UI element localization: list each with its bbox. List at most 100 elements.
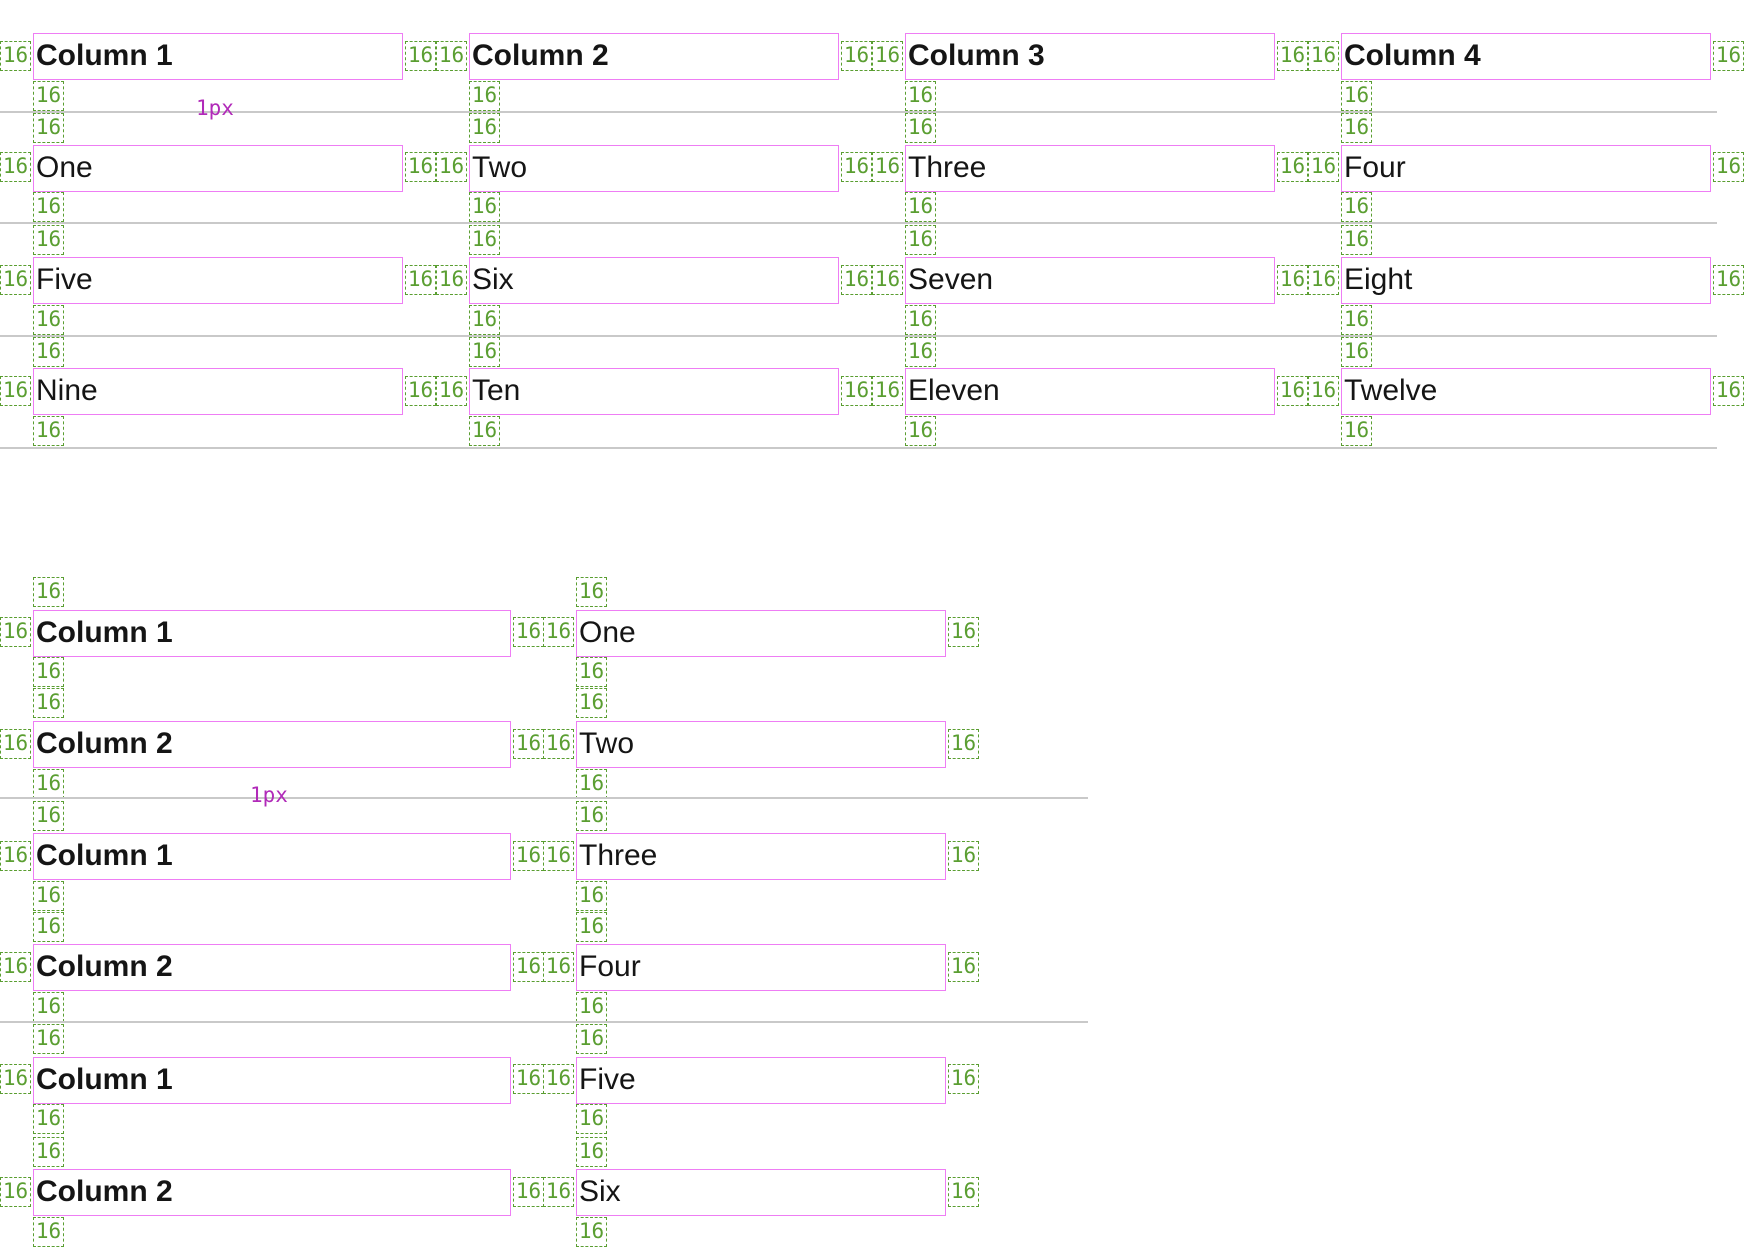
spacing-marker: 16 — [469, 305, 500, 335]
row-divider — [0, 1021, 1088, 1023]
stacked-value-cell: Five — [576, 1057, 946, 1104]
spacing-marker: 16 — [1308, 41, 1339, 71]
spacing-marker: 16 — [1341, 81, 1372, 111]
spacing-marker: 16 — [948, 1064, 979, 1094]
spacing-marker: 16 — [872, 376, 903, 406]
spacing-marker: 16 — [33, 305, 64, 335]
row-divider — [0, 447, 1717, 449]
spacing-marker: 16 — [948, 617, 979, 647]
row-divider — [0, 111, 1717, 113]
spacing-marker: 16 — [513, 729, 544, 759]
spacing-marker: 16 — [1341, 192, 1372, 222]
spacing-marker: 16 — [469, 192, 500, 222]
spacing-marker: 16 — [405, 152, 436, 182]
spacing-marker: 16 — [1341, 225, 1372, 255]
grid-data-cell: Ten — [469, 368, 839, 415]
spacing-marker: 16 — [1277, 152, 1308, 182]
spacing-marker: 16 — [0, 376, 31, 406]
spacing-marker: 16 — [469, 113, 500, 143]
spacing-marker: 16 — [1713, 41, 1744, 71]
spacing-marker: 16 — [469, 416, 500, 446]
spacing-marker: 16 — [576, 992, 607, 1022]
stacked-label-cell: Column 2 — [33, 944, 511, 991]
spacing-marker: 16 — [1277, 265, 1308, 295]
spacing-marker: 16 — [436, 152, 467, 182]
spacing-marker: 16 — [1277, 376, 1308, 406]
grid-data-cell: Four — [1341, 145, 1711, 192]
spacing-marker: 16 — [33, 1024, 64, 1054]
spacing-marker: 16 — [1277, 41, 1308, 71]
stacked-value-cell: One — [576, 610, 946, 657]
spacing-marker: 16 — [948, 1177, 979, 1207]
spacing-marker: 16 — [33, 688, 64, 718]
row-divider — [0, 797, 1088, 799]
spacing-marker: 16 — [0, 1064, 31, 1094]
spacing-marker: 16 — [1341, 113, 1372, 143]
spacing-marker: 16 — [469, 337, 500, 367]
spacing-marker: 16 — [576, 1217, 607, 1247]
row-divider — [0, 335, 1717, 337]
border-width-label: 1px — [196, 96, 234, 120]
spacing-marker: 16 — [948, 952, 979, 982]
grid-data-cell: Eight — [1341, 257, 1711, 304]
spacing-marker: 16 — [0, 41, 31, 71]
spacing-marker: 16 — [905, 192, 936, 222]
spacing-marker: 16 — [0, 1177, 31, 1207]
spacing-marker: 16 — [872, 152, 903, 182]
spacing-marker: 16 — [33, 881, 64, 911]
spacing-marker: 16 — [0, 841, 31, 871]
spacing-marker: 16 — [1713, 265, 1744, 295]
stacked-value-cell: Two — [576, 721, 946, 768]
spacing-marker: 16 — [948, 729, 979, 759]
stacked-value-cell: Six — [576, 1169, 946, 1216]
spacing-marker: 16 — [33, 657, 64, 687]
spacing-marker: 16 — [576, 769, 607, 799]
spacing-marker: 16 — [436, 265, 467, 295]
spacing-marker: 16 — [576, 1104, 607, 1134]
spacing-marker: 16 — [1341, 416, 1372, 446]
spacing-marker: 16 — [841, 41, 872, 71]
stacked-label-cell: Column 2 — [33, 1169, 511, 1216]
spacing-marker: 16 — [1341, 305, 1372, 335]
grid-data-cell: Nine — [33, 368, 403, 415]
spacing-marker: 16 — [33, 1137, 64, 1167]
spacing-marker: 16 — [841, 152, 872, 182]
stacked-label-cell: Column 1 — [33, 610, 511, 657]
spacing-marker: 16 — [1308, 265, 1339, 295]
spacing-marker: 16 — [0, 952, 31, 982]
grid-data-cell: Twelve — [1341, 368, 1711, 415]
spacing-marker: 16 — [905, 416, 936, 446]
spacing-marker: 16 — [841, 376, 872, 406]
spacing-marker: 16 — [576, 577, 607, 607]
spacing-marker: 16 — [576, 688, 607, 718]
grid-data-cell: One — [33, 145, 403, 192]
spacing-marker: 16 — [33, 769, 64, 799]
spacing-marker: 16 — [576, 657, 607, 687]
spacing-marker: 16 — [33, 416, 64, 446]
spacing-marker: 16 — [513, 617, 544, 647]
spacing-marker: 16 — [33, 992, 64, 1022]
spacing-marker: 16 — [513, 952, 544, 982]
spacing-marker: 16 — [513, 841, 544, 871]
spacing-marker: 16 — [436, 376, 467, 406]
spacing-marker: 16 — [543, 1177, 574, 1207]
spacing-marker: 16 — [1713, 152, 1744, 182]
spacing-marker: 16 — [33, 912, 64, 942]
grid-data-cell: Eleven — [905, 368, 1275, 415]
spacing-marker: 16 — [513, 1177, 544, 1207]
grid-header-cell: Column 1 — [33, 33, 403, 80]
grid-data-cell: Two — [469, 145, 839, 192]
spacing-marker: 16 — [33, 1217, 64, 1247]
spacing-marker: 16 — [905, 337, 936, 367]
spacing-marker: 16 — [576, 1137, 607, 1167]
spacing-marker: 16 — [33, 1104, 64, 1134]
spacing-marker: 16 — [0, 265, 31, 295]
spacing-marker: 16 — [33, 337, 64, 367]
spacing-marker: 16 — [513, 1064, 544, 1094]
spacing-marker: 16 — [405, 41, 436, 71]
spacing-marker: 16 — [33, 192, 64, 222]
stacked-value-cell: Four — [576, 944, 946, 991]
grid-data-cell: Six — [469, 257, 839, 304]
stacked-label-cell: Column 2 — [33, 721, 511, 768]
spacing-marker: 16 — [543, 1064, 574, 1094]
